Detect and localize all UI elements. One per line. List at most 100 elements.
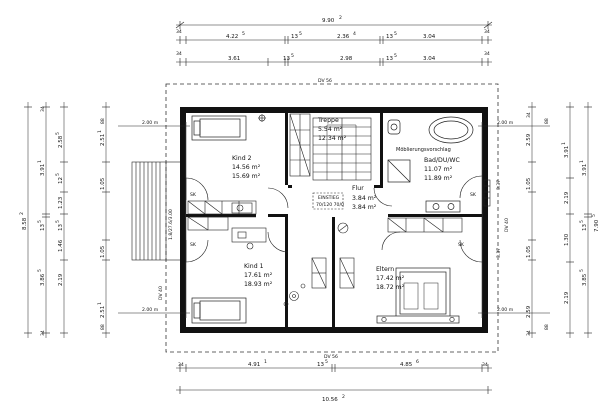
svg-text:Kind 2: Kind 2: [232, 155, 252, 162]
height-mark-bl: 2.00 m: [142, 307, 159, 313]
svg-text:34: 34: [484, 29, 490, 35]
svg-text:2.59: 2.59: [526, 305, 532, 318]
height-lines: [118, 125, 550, 314]
dims-right: 2.59 1.05 1.05 2.59 3.91 1 2.19 1.30 2.1…: [496, 112, 600, 336]
room-flur: Flur 3.84 m² 3.84 m²: [352, 185, 377, 211]
svg-text:12.34 m²: 12.34 m²: [318, 135, 347, 142]
svg-text:13: 13: [386, 34, 393, 40]
svg-text:15.69 m²: 15.69 m²: [232, 173, 261, 180]
svg-text:1: 1: [37, 160, 43, 163]
svg-text:1: 1: [97, 130, 103, 133]
svg-text:88: 88: [544, 324, 550, 330]
svg-text:13: 13: [283, 56, 290, 62]
svg-text:1: 1: [264, 359, 267, 365]
svg-text:5: 5: [591, 214, 597, 217]
svg-text:5: 5: [299, 31, 302, 37]
shower: [387, 159, 411, 183]
wardrobe-kind1: [187, 200, 257, 231]
dims-top: 9.90 2 34 34 4.22 5 13 5 2.36 4 13 5 3.0…: [176, 15, 490, 62]
svg-text:2.98: 2.98: [340, 56, 353, 62]
svg-text:5: 5: [55, 220, 61, 223]
svg-text:1: 1: [579, 160, 585, 163]
svg-text:5: 5: [394, 31, 397, 37]
dimension-ticks: [24, 21, 592, 394]
svg-text:2.19: 2.19: [564, 291, 570, 304]
room-kind1: Kind 1 17.61 m² 18.93 m²: [244, 263, 273, 288]
svg-text:88: 88: [100, 324, 106, 330]
height-mark-br: 2.00 m: [497, 307, 514, 313]
svg-text:34: 34: [176, 29, 182, 35]
svg-text:34: 34: [526, 112, 532, 118]
svg-text:34: 34: [484, 51, 490, 57]
svg-text:18.93 m²: 18.93 m²: [244, 281, 273, 288]
svg-text:18.72 m²: 18.72 m²: [376, 284, 405, 291]
svg-text:Eltern: Eltern: [376, 266, 394, 273]
bathroom-fixtures: [387, 116, 474, 213]
desk-kind2: [231, 202, 253, 214]
svg-text:3.91: 3.91: [564, 146, 570, 158]
room-bad: Bad/DU/WC 11.07 m² 11.89 m²: [424, 157, 460, 182]
furnishing-note: Möblierungsvorschlag: [396, 147, 451, 153]
svg-text:3.04: 3.04: [423, 56, 436, 62]
svg-text:2.19: 2.19: [58, 273, 64, 286]
dv-bottom: DV 56: [324, 354, 338, 360]
svg-text:Bad/DU/WC: Bad/DU/WC: [424, 157, 460, 164]
room-eltern: Eltern 17.42 m² 18.72 m²: [376, 266, 405, 291]
svg-text:11.89 m²: 11.89 m²: [424, 175, 453, 182]
balcony-left: [131, 161, 180, 261]
dimension-lines: [27, 24, 589, 391]
svg-text:34: 34: [178, 362, 184, 368]
svg-text:5: 5: [579, 269, 585, 272]
svg-text:5: 5: [37, 220, 43, 223]
svg-text:4.22: 4.22: [226, 34, 238, 40]
svg-text:4.91: 4.91: [248, 362, 260, 368]
svg-text:11.07 m²: 11.07 m²: [424, 166, 453, 173]
svg-text:3.04: 3.04: [423, 34, 436, 40]
sk-kind1: SK: [190, 242, 197, 248]
wardrobe-corridor: [311, 257, 355, 289]
svg-text:2: 2: [339, 15, 342, 21]
svg-text:2.51: 2.51: [100, 306, 106, 318]
svg-text:34: 34: [526, 330, 532, 336]
height-mark-tr: 2.00 m: [497, 120, 514, 126]
svg-text:1.23: 1.23: [58, 196, 64, 209]
svg-text:13: 13: [386, 56, 393, 62]
sink: [425, 200, 461, 213]
svg-text:1.30: 1.30: [564, 233, 570, 246]
svg-text:5: 5: [242, 31, 245, 37]
svg-text:3.84 m²: 3.84 m²: [352, 204, 377, 211]
svg-text:2.36: 2.36: [337, 34, 350, 40]
svg-text:88: 88: [544, 118, 550, 124]
dv-right: DV 40: [504, 218, 510, 232]
svg-text:1.46: 1.46: [58, 239, 64, 252]
svg-text:5: 5: [579, 220, 585, 223]
doors: [185, 175, 483, 263]
svg-text:1.05: 1.05: [526, 245, 532, 258]
svg-text:3.61: 3.61: [228, 56, 240, 62]
svg-text:3.85: 3.85: [582, 273, 588, 286]
svg-text:3.37: 3.37: [496, 248, 502, 258]
svg-text:1.05: 1.05: [526, 177, 532, 190]
svg-text:14.56 m²: 14.56 m²: [232, 164, 261, 171]
svg-text:2: 2: [342, 394, 345, 400]
svg-text:5: 5: [394, 53, 397, 59]
svg-text:2.59: 2.59: [526, 133, 532, 146]
svg-text:1: 1: [561, 142, 567, 145]
right-vents: [483, 179, 491, 207]
svg-text:13: 13: [582, 224, 588, 231]
svg-text:5: 5: [55, 132, 61, 135]
bed-eltern: [376, 267, 460, 324]
svg-text:4.85: 4.85: [400, 362, 413, 368]
svg-text:1.05: 1.05: [100, 177, 106, 190]
sk-kind2: SK: [190, 192, 197, 198]
svg-text:34: 34: [40, 330, 46, 336]
svg-text:34: 34: [176, 51, 182, 57]
svg-text:2: 2: [19, 212, 25, 215]
toilet: [387, 119, 401, 135]
dims-bottom: 34 34 4.91 1 13 5 4.85 6 10.56 2: [178, 359, 488, 403]
bed-kind2: [191, 115, 247, 141]
bathtub: [428, 116, 474, 144]
staircase: [312, 117, 372, 181]
svg-text:17.61 m²: 17.61 m²: [244, 272, 273, 279]
